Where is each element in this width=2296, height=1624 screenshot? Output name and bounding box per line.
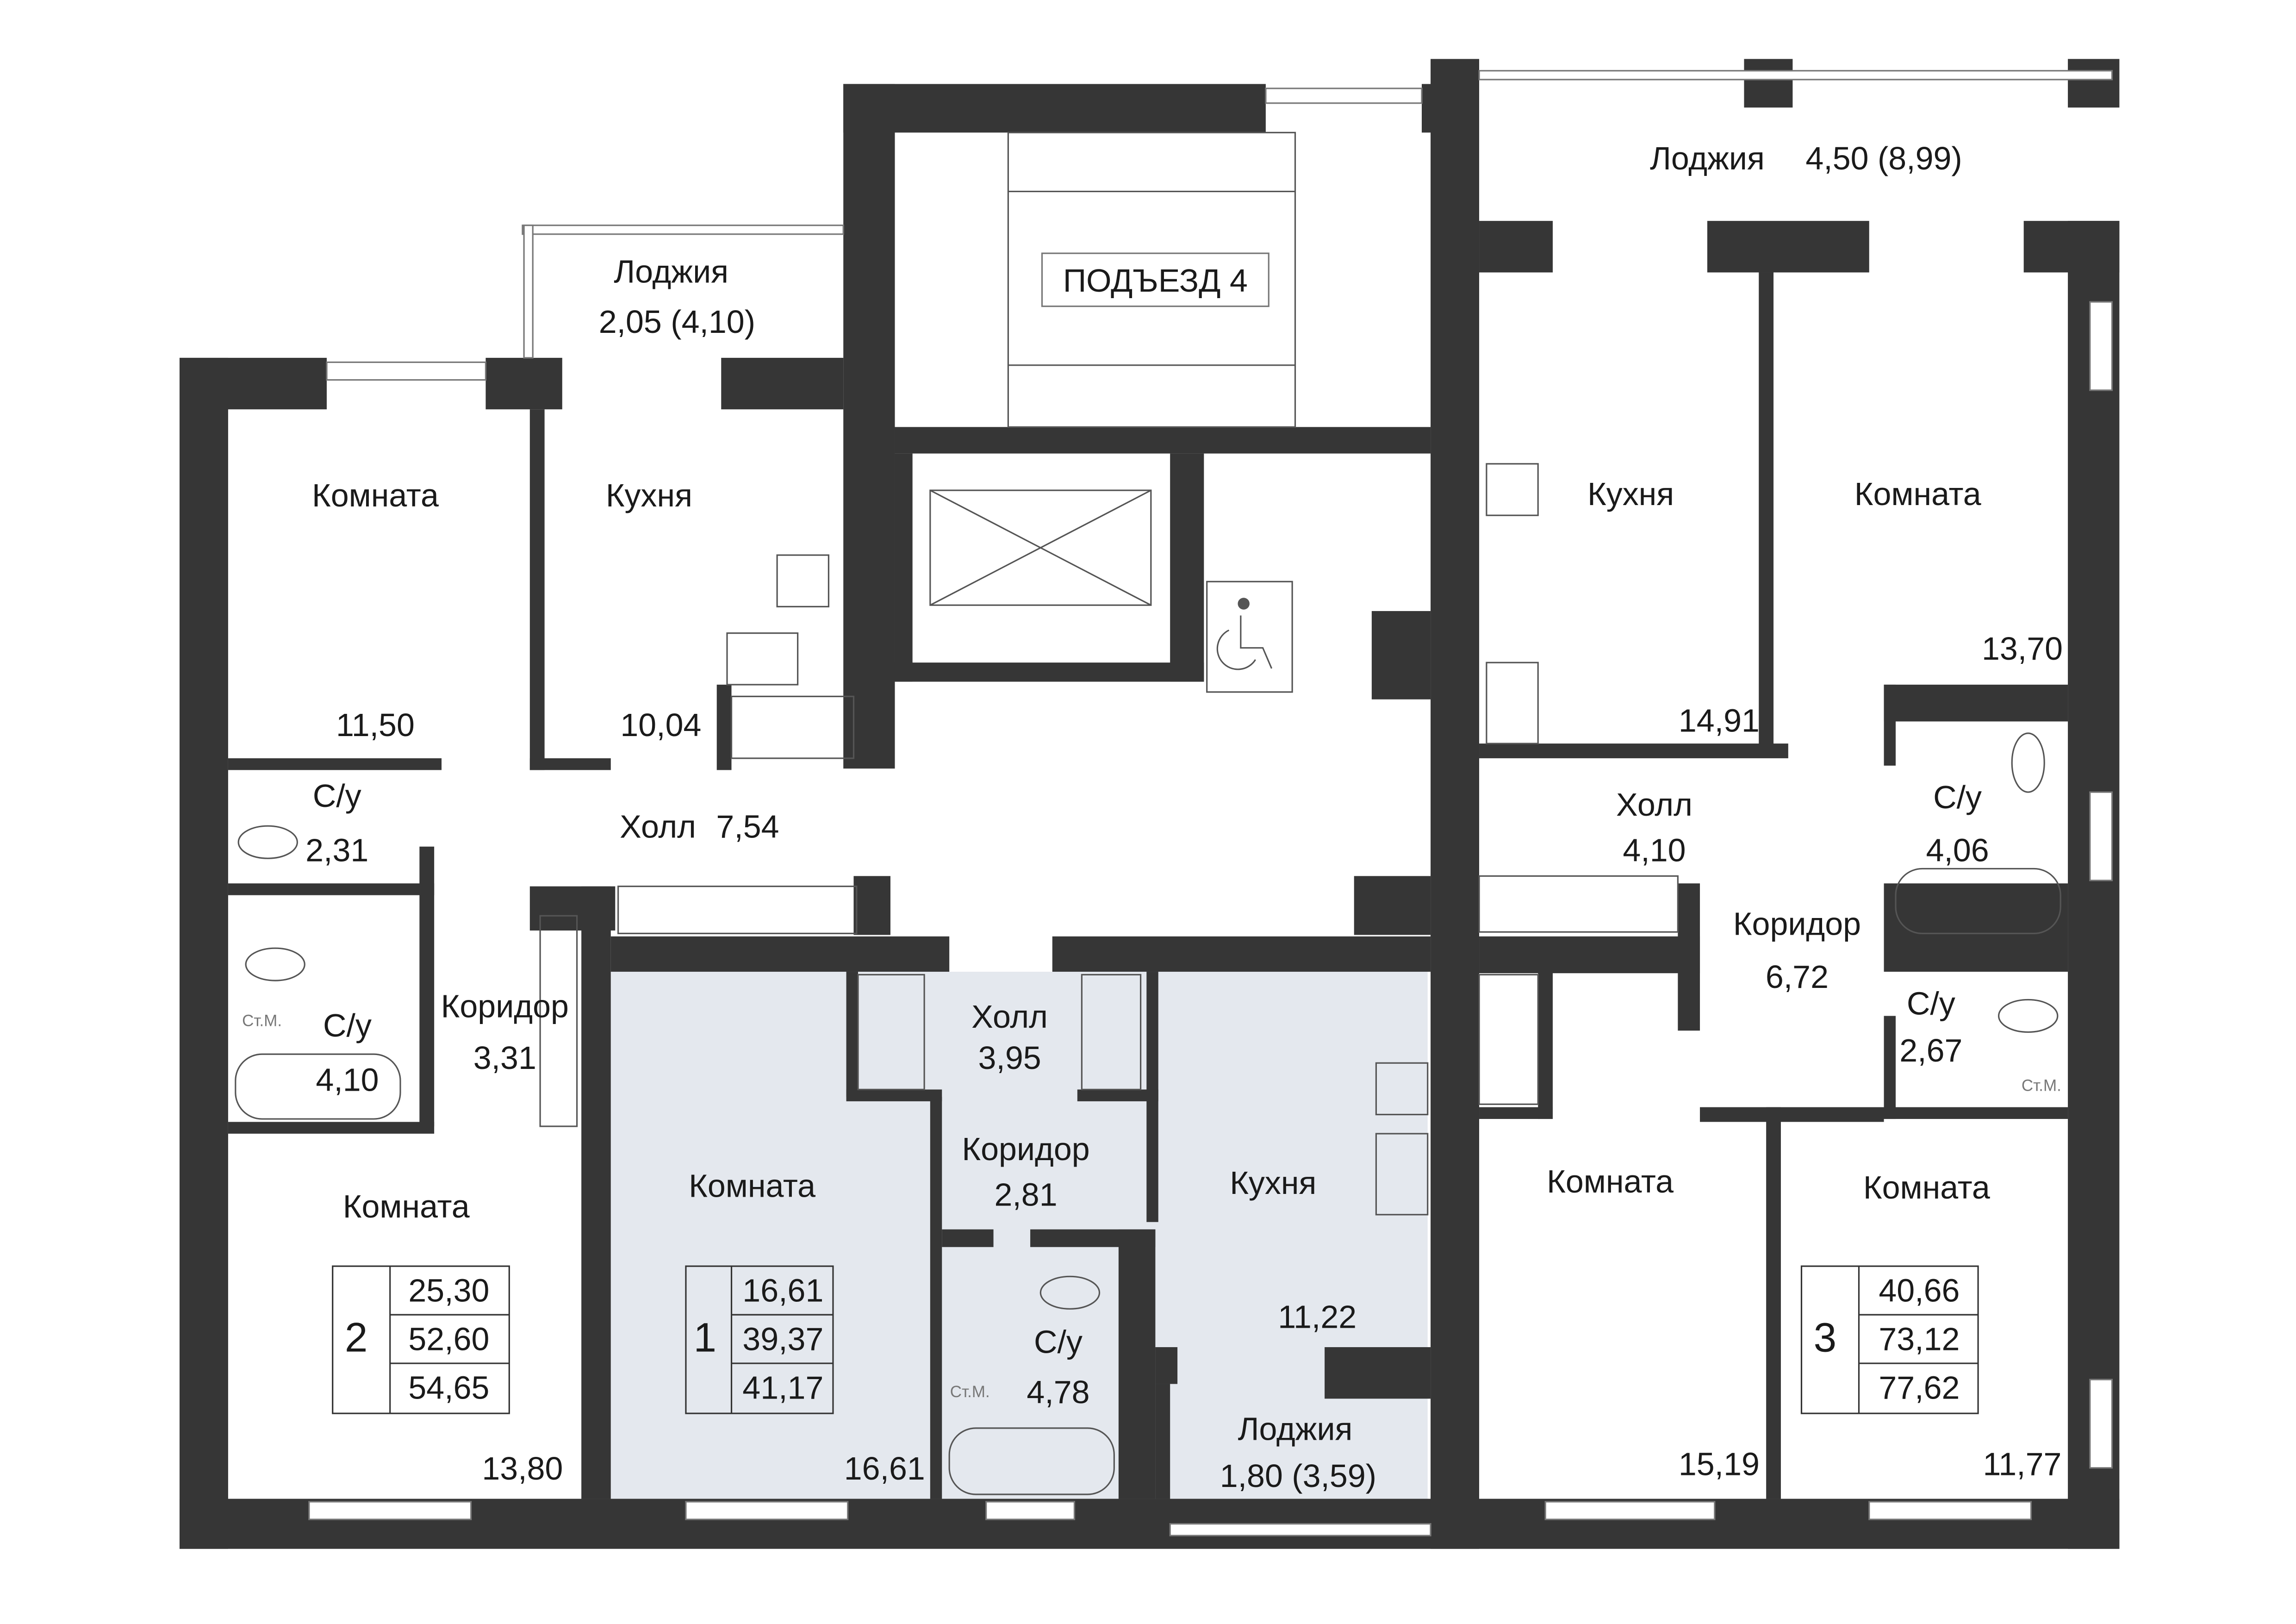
- stove-icon: [1375, 1062, 1429, 1116]
- living-area: 25,30: [408, 1272, 489, 1308]
- room-label: С/у: [1907, 985, 1955, 1021]
- room-area: 6,72: [1766, 959, 1829, 995]
- room-area: 7,54: [716, 809, 779, 845]
- room-label: Лоджия: [614, 254, 728, 290]
- room-label: Кухня: [1587, 476, 1674, 512]
- wheelchair-icon: [1206, 581, 1293, 693]
- entrance-label: ПОДЪЕЗД 4: [1063, 262, 1248, 299]
- toilet-icon: [2011, 732, 2045, 793]
- apartment-summary-1: 1 16,61 39,37 41,17: [685, 1265, 834, 1414]
- loggia-top-right-label: Лоджия: [1650, 140, 1765, 176]
- room-area: 3,31: [473, 1040, 536, 1076]
- total-area-with-loggia: 77,62: [1879, 1369, 1960, 1405]
- loggia-top-right-area: 4,50 (8,99): [1805, 140, 1962, 176]
- room-label: Комната: [1863, 1169, 1990, 1206]
- toilet-icon: [1039, 1275, 1101, 1310]
- room-label: Комната: [1547, 1163, 1674, 1199]
- apartment-number: 3: [1814, 1314, 1837, 1361]
- total-area-with-loggia: 54,65: [408, 1369, 489, 1405]
- bathtub-icon: [1895, 868, 2061, 934]
- sink-icon: [1486, 662, 1539, 744]
- apartment-number: 1: [694, 1314, 717, 1361]
- room-area: 3,95: [978, 1040, 1041, 1076]
- room-label: Кухня: [1230, 1165, 1316, 1201]
- bathtub-icon: [948, 1427, 1115, 1495]
- room-area: 13,70: [1982, 631, 2063, 667]
- room-area: 4,10: [1623, 832, 1686, 868]
- toilet-icon: [245, 947, 305, 981]
- room-label: С/у: [1034, 1324, 1083, 1360]
- room-area: 4,78: [1027, 1374, 1089, 1410]
- living-area: 40,66: [1879, 1272, 1960, 1308]
- stove-icon: [1486, 463, 1539, 516]
- room-labels: Лоджия 4,50 (8,99) ПОДЪЕЗД 4 Лоджия 2,05…: [242, 140, 2063, 1494]
- room-label: С/у: [1933, 779, 1982, 815]
- elevator-shaft: [929, 489, 1152, 606]
- room-label: С/у: [313, 778, 361, 814]
- room-area: 10,04: [620, 707, 701, 743]
- room-area: 11,77: [1983, 1446, 2062, 1482]
- room-label: С/у: [323, 1007, 372, 1043]
- apartment-1-highlight: [610, 972, 1428, 1499]
- room-area: 14,91: [1679, 703, 1760, 739]
- bathtub-icon: [235, 1053, 401, 1120]
- apartment-summary-2: 2 25,30 52,60 54,65: [332, 1265, 510, 1414]
- room-area: 4,06: [1926, 832, 1989, 868]
- room-label: Комната: [689, 1168, 815, 1204]
- room-label: Комната: [343, 1188, 470, 1224]
- sink-icon: [726, 632, 799, 686]
- washer-label: Ст.М.: [242, 1012, 282, 1030]
- room-label: Лоджия: [1238, 1411, 1353, 1447]
- room-area: 2,67: [1899, 1032, 1962, 1068]
- room-label: Холл: [620, 809, 696, 845]
- washer-label: Ст.М.: [2022, 1077, 2061, 1095]
- sink-icon: [1375, 1133, 1429, 1216]
- wardrobe-icon: [539, 695, 1679, 1127]
- room-area: 16,61: [844, 1450, 925, 1487]
- room-area: 11,22: [1278, 1299, 1356, 1335]
- room-label: Кухня: [606, 477, 692, 513]
- stove-icon: [776, 554, 830, 607]
- stairs: [1007, 131, 1296, 428]
- room-area: 2,31: [305, 832, 368, 868]
- total-area-with-loggia: 41,17: [742, 1369, 823, 1405]
- room-label: Коридор: [1733, 906, 1861, 942]
- room-label: Комната: [312, 477, 439, 513]
- washer-label: Ст.М.: [950, 1383, 990, 1401]
- room-label: Холл: [971, 999, 1048, 1035]
- room-area: 2,81: [994, 1177, 1057, 1213]
- total-area: 52,60: [408, 1321, 489, 1357]
- room-area: 1,80 (3,59): [1220, 1458, 1376, 1494]
- entrance-label-box: [1041, 252, 1269, 307]
- room-area: 11,50: [336, 707, 415, 743]
- room-area: 13,80: [482, 1450, 563, 1487]
- total-area: 73,12: [1879, 1321, 1960, 1357]
- windows: [308, 70, 2113, 1537]
- room-label: Комната: [1854, 476, 1981, 512]
- toilet-icon: [237, 825, 298, 859]
- room-area: 4,10: [316, 1062, 379, 1098]
- toilet-icon: [1998, 999, 2059, 1033]
- walls: [179, 59, 2120, 1549]
- room-label: Коридор: [441, 988, 569, 1024]
- room-area: 15,19: [1679, 1446, 1760, 1482]
- room-area: 2,05 (4,10): [599, 304, 755, 340]
- living-area: 16,61: [742, 1272, 823, 1308]
- room-label: Холл: [1616, 787, 1692, 823]
- room-label: Коридор: [962, 1131, 1089, 1167]
- total-area: 39,37: [742, 1321, 823, 1357]
- apartment-number: 2: [345, 1314, 368, 1361]
- apartment-summary-3: 3 40,66 73,12 77,62: [1800, 1265, 1979, 1414]
